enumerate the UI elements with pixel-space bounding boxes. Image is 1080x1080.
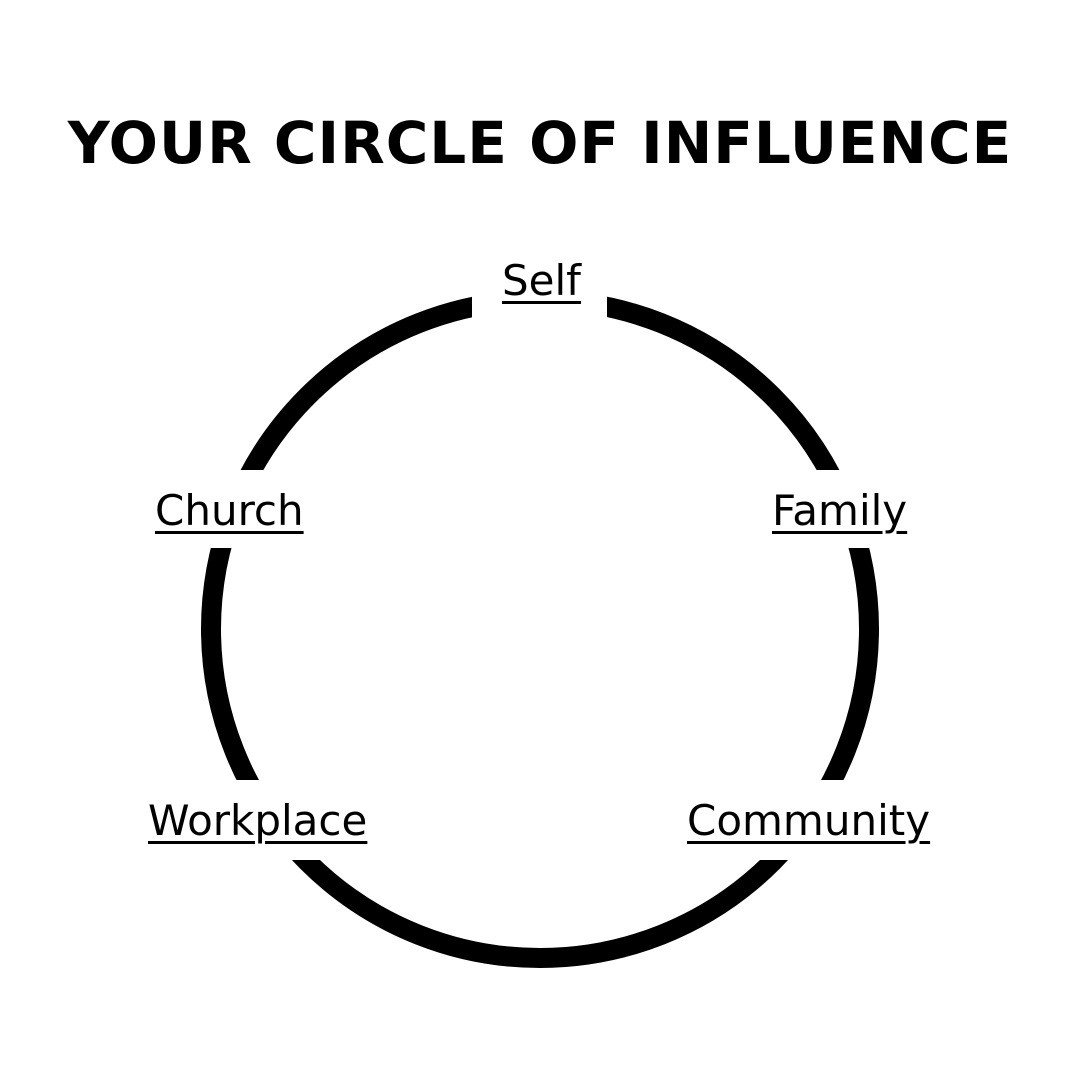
node-community[interactable]: Community [687,796,931,845]
page-title: YOUR CIRCLE OF INFLUENCE [67,109,1013,177]
node-family[interactable]: Family [772,486,908,535]
node-church[interactable]: Church [155,486,304,535]
node-workplace[interactable]: Workplace [148,796,368,845]
node-self[interactable]: Self [502,256,581,305]
